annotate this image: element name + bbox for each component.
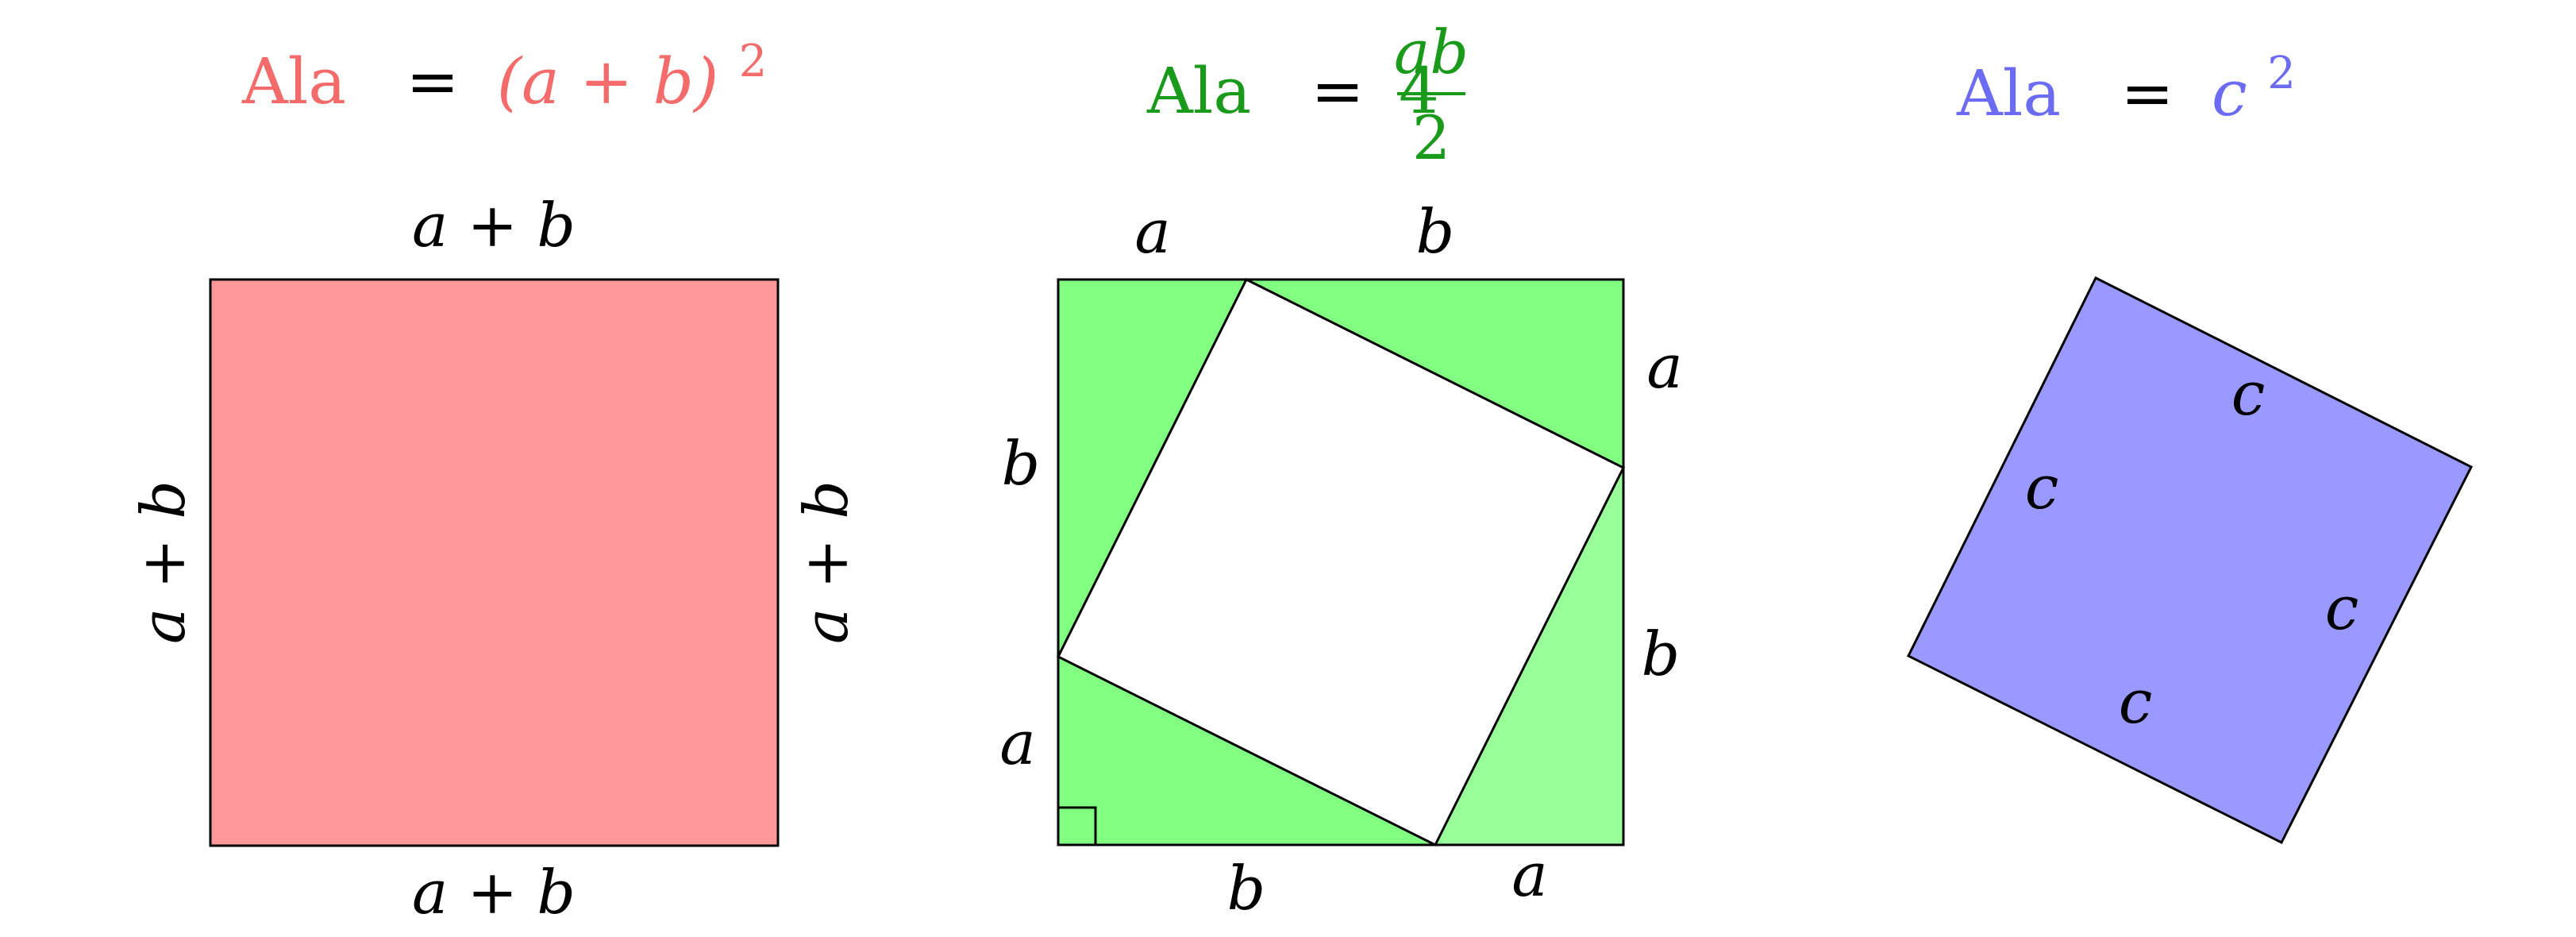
red-label-left: a + b — [128, 480, 198, 644]
red-label-top: a + b — [412, 190, 576, 260]
blue-label-top: c — [2231, 358, 2266, 429]
red-formula: Ala = (a + b) 2 — [241, 36, 767, 118]
green-label-left-bottom: a — [999, 708, 1035, 778]
green-label-left-top: b — [1002, 428, 1041, 499]
outer-square-border — [1057, 278, 1625, 846]
red-label-right: a + b — [791, 480, 861, 644]
green-panel: Ala = 4 ab 2 a b a b a b a b — [999, 17, 1682, 924]
blue-formula: Ala = c 2 — [1956, 48, 2296, 130]
blue-label-bottom: c — [2119, 666, 2153, 737]
green-label-top-left: a — [1134, 196, 1170, 267]
green-label-top-right: b — [1416, 196, 1455, 267]
red-label-bottom: a + b — [412, 857, 576, 927]
green-label-right-bottom: b — [1642, 619, 1681, 689]
green-label-bottom-left: b — [1227, 853, 1266, 924]
green-label-right-top: a — [1646, 331, 1682, 402]
blue-label-left: c — [2025, 452, 2059, 522]
blue-label-right: c — [2325, 573, 2359, 643]
green-formula-numerator: ab — [1394, 17, 1469, 87]
green-label-bottom-right: a — [1511, 839, 1547, 910]
green-formula-denominator: 2 — [1412, 102, 1450, 173]
right-angle-marker — [1057, 806, 1097, 846]
blue-panel: Ala = c 2 c c c c — [1906, 48, 2474, 845]
green-formula: Ala = 4 — [1146, 54, 1439, 128]
red-square — [209, 278, 780, 847]
red-panel: Ala = (a + b) 2 a + b a + b a + b a + b — [128, 36, 861, 927]
blue-square — [1906, 276, 2474, 845]
